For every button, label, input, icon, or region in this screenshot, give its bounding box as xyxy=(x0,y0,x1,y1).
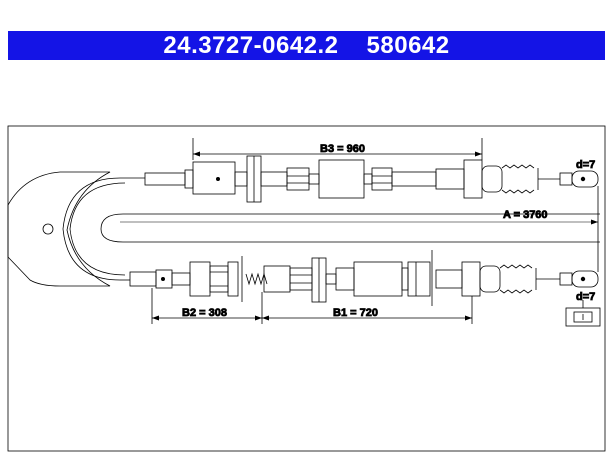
label-b3: B3 = 960 xyxy=(320,143,365,155)
dimension-a xyxy=(120,186,599,272)
cable-loop-outer xyxy=(62,177,121,281)
dimension-b3 xyxy=(192,138,483,160)
label-d-top: d=7 xyxy=(576,159,595,171)
cable-sheath-inner xyxy=(100,213,600,243)
label-b2: B2 = 308 xyxy=(182,307,227,319)
bracket-hole xyxy=(42,223,54,235)
dimension-b1-b2 xyxy=(151,288,473,324)
upper-cable-run xyxy=(120,155,599,203)
mounting-bracket xyxy=(7,171,111,287)
reference-number: 580642 xyxy=(366,32,450,59)
part-number: 24.3727-0642.2 xyxy=(163,32,339,59)
drawing-frame xyxy=(7,125,606,452)
label-d-bottom: d=7 xyxy=(576,291,595,303)
cable-loop-mid xyxy=(69,182,126,276)
lower-cable-run xyxy=(120,250,599,306)
label-b1: B1 = 720 xyxy=(333,307,378,319)
label-a: A = 3760 xyxy=(503,209,548,221)
nipple-detail xyxy=(565,300,601,327)
title-bar: 24.3727-0642.2 580642 xyxy=(8,31,605,60)
